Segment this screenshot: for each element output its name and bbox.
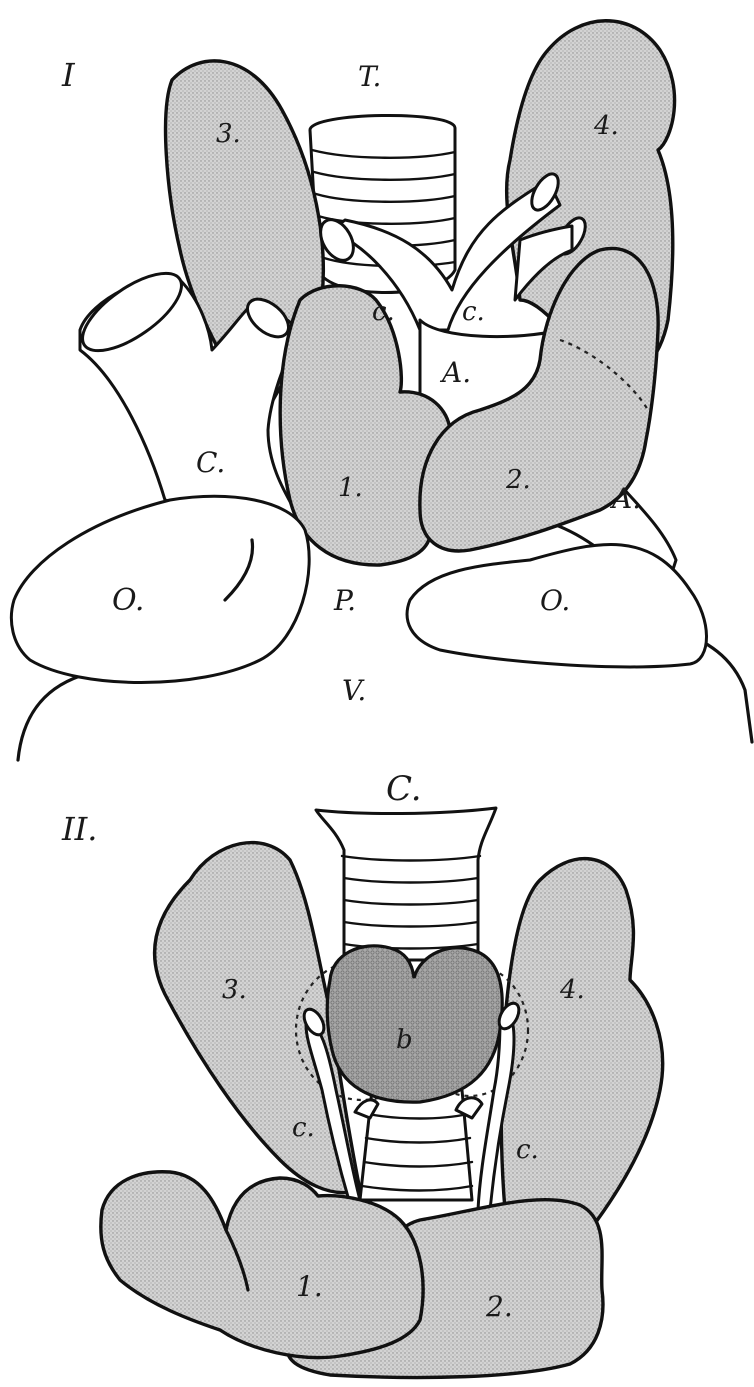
pulmonary-label: P. <box>333 584 356 617</box>
thyroid-label: b <box>396 1025 413 1055</box>
gland-4-label: 4. <box>593 111 619 141</box>
carotid-right-label: c. <box>462 297 485 327</box>
thyroid <box>327 946 502 1102</box>
auricle-right-label: O. <box>540 584 570 617</box>
aorta-lower-label: A. <box>609 482 641 515</box>
auricle-left-label: O. <box>112 583 144 618</box>
carotid-right-fig2-label: c. <box>516 1135 539 1165</box>
carotid-left-label: c. <box>372 297 395 327</box>
gland-4-fig2-label: 4. <box>559 975 585 1005</box>
gland-1-fig2-label: 1. <box>296 1270 323 1303</box>
figure-one: I T. 3. 4. c. c. A. C. 1. 2. A. O. P. O.… <box>11 21 752 760</box>
larynx-label: C. <box>386 769 422 809</box>
figure-two-number: II. <box>61 810 97 848</box>
gland-3-fig2-label: 3. <box>222 975 247 1005</box>
trachea-label: T. <box>358 60 381 93</box>
carotid-left-fig2-label: c. <box>292 1113 315 1143</box>
vena-cava-label: C. <box>196 446 225 479</box>
gland-3-label: 3. <box>216 119 241 149</box>
gland-2-label: 2. <box>505 465 531 495</box>
gland-2-fig2-label: 2. <box>485 1290 513 1323</box>
figure-two: II. C. 3. 4. b c. c. 1. 2. <box>61 769 663 1377</box>
figure-one-number: I <box>61 56 76 94</box>
ventricle-label: V. <box>342 674 366 707</box>
aorta-upper-label: A. <box>439 356 471 389</box>
auricle-left <box>11 496 309 682</box>
gland-1-label: 1. <box>338 473 363 503</box>
